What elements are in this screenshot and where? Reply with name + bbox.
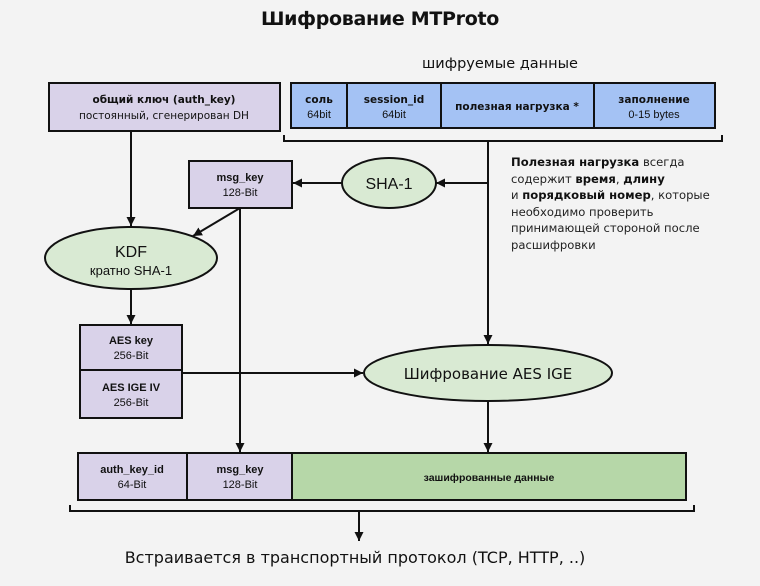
field-padding-name: заполнение — [618, 94, 689, 106]
field-salt-size: 64bit — [307, 109, 331, 121]
note-text: всегда содержит — [511, 155, 685, 186]
field-padding-size: 0-15 bytes — [628, 109, 680, 121]
aes-iv-frame — [79, 369, 183, 419]
plaintext-bracket — [283, 135, 723, 142]
auth-key-frame — [48, 82, 281, 132]
output-bracket — [69, 505, 695, 512]
field-session-id-size: 64bit — [382, 109, 406, 121]
note-time: время — [575, 171, 616, 186]
output-msg-key-frame — [186, 452, 293, 501]
note-payload: Полезная нагрузка — [511, 155, 640, 169]
output-bar: auth_key_id 64-Bit msg_key 128-Bit зашиф… — [77, 452, 687, 501]
note-text: , которые необходимо проверить принимающ… — [511, 188, 710, 252]
auth-key-box: общий ключ (auth_key) постоянный, сгенер… — [48, 82, 281, 132]
output-auth-key-id-frame — [77, 452, 188, 501]
plaintext-bar: соль 64bit session_id 64bit полезная наг… — [290, 82, 716, 129]
msg-key-box: msg_key 128-Bit — [188, 160, 293, 209]
aes-iv-box: AES IGE IV 256-Bit — [79, 369, 183, 419]
output-msg-key-name: msg_key — [216, 464, 264, 476]
aes-key-box: AES key 256-Bit — [79, 324, 183, 371]
payload-note: Полезная нагрузка всегда содержит время,… — [511, 154, 721, 253]
field-payload-name: полезная нагрузка * — [455, 101, 579, 113]
auth-key-desc: постоянный, сгенерирован DH — [79, 110, 249, 122]
auth-key-name: общий ключ (auth_key) — [93, 94, 236, 106]
note-seqno: порядковый номер — [522, 188, 651, 202]
output-auth-key-id-name: auth_key_id — [100, 464, 164, 476]
note-length: длину — [623, 171, 665, 186]
sha1-node: SHA-1 — [341, 157, 437, 209]
aes-iv-name: AES IGE IV — [102, 382, 161, 394]
field-session-id-name: session_id — [364, 94, 425, 106]
aes-key-size: 256-Bit — [114, 350, 149, 362]
diagram-title: Шифрование MTProto — [260, 8, 500, 30]
aes-ige-node: Шифрование AES IGE — [363, 344, 613, 402]
output-ciphertext-frame — [291, 452, 687, 501]
encrypted-data-label: шифруемые данные — [422, 56, 578, 72]
aes-key-name: AES key — [109, 335, 154, 347]
msg-key-size: 128-Bit — [223, 187, 258, 199]
kdf-label: KDF — [115, 244, 147, 261]
note-text: и — [511, 188, 523, 202]
output-ciphertext-name: зашифрованные данные — [424, 472, 555, 484]
msg-key-name: msg_key — [216, 172, 264, 184]
output-msg-key-size: 128-Bit — [223, 479, 258, 491]
aes-ige-label: Шифрование AES IGE — [404, 365, 572, 383]
kdf-node: KDF кратно SHA-1 — [44, 226, 218, 290]
sha1-label: SHA-1 — [365, 176, 412, 193]
arrow-msg-key-to-kdf — [192, 207, 241, 237]
plaintext-bar-frame — [290, 82, 716, 129]
kdf-sub: кратно SHA-1 — [90, 263, 172, 278]
msg-key-frame — [188, 160, 293, 209]
field-salt-name: соль — [305, 94, 333, 106]
transport-label: Встраивается в транспортный протокол (TC… — [124, 548, 586, 567]
note-text: , — [615, 171, 624, 186]
aes-key-frame — [79, 324, 183, 371]
output-auth-key-id-size: 64-Bit — [118, 479, 147, 491]
aes-iv-size: 256-Bit — [114, 397, 149, 409]
